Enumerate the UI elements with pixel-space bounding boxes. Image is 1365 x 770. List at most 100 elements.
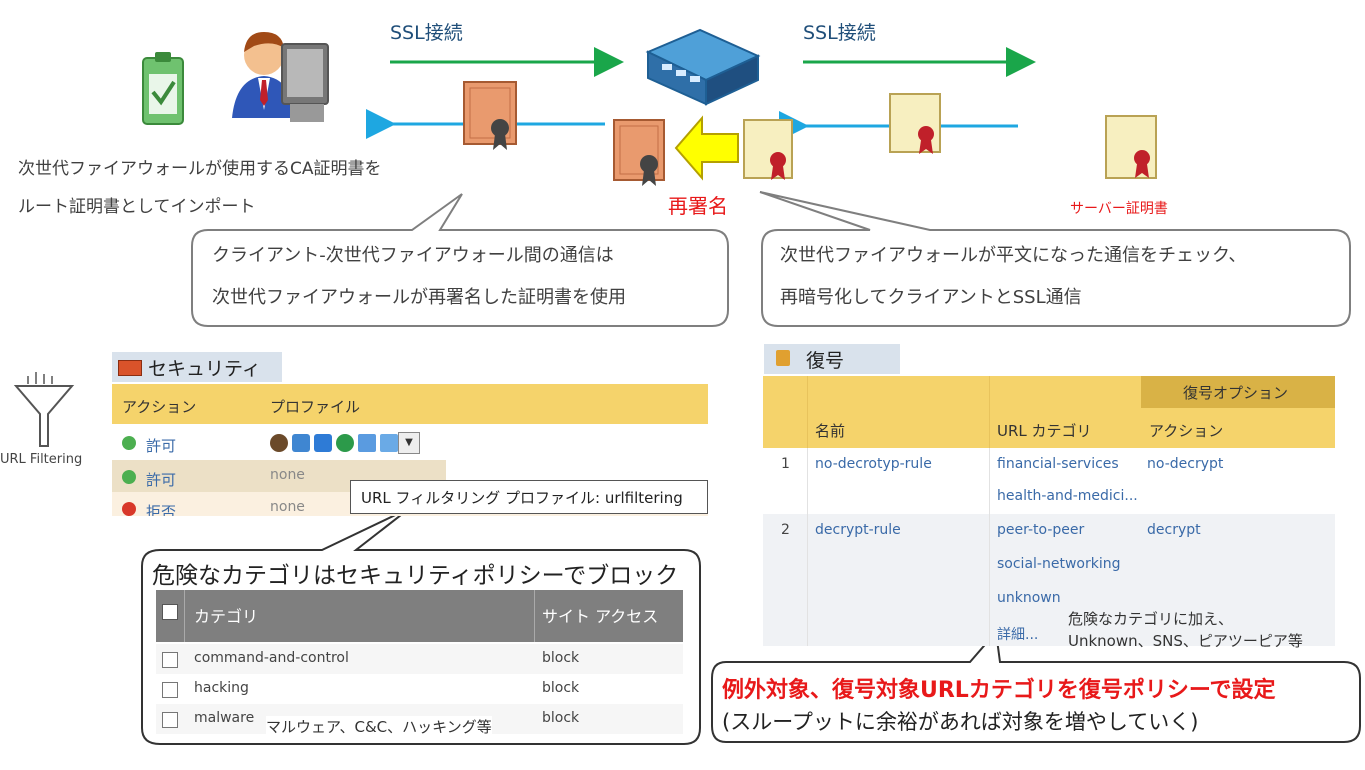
callout-right-line1: 次世代ファイアウォールが平文になった通信をチェック、 (780, 245, 1247, 266)
category-name: command-and-control (194, 650, 349, 666)
category-row[interactable]: hacking block (156, 674, 683, 704)
decrypt-row-url: health-and-medici... (997, 488, 1138, 504)
callout-left-line1: クライアント-次世代ファイアウォール間の通信は (212, 245, 614, 266)
col-divider (807, 448, 808, 514)
decrypt-note-line2: Unknown、SNS、ピアツーピア等 (1068, 632, 1303, 650)
block-box-note: マルウェア、C&C、ハッキング等 (266, 716, 492, 737)
data-filter-icon (380, 434, 398, 452)
firewall-brick-icon (118, 360, 142, 376)
col-category: カテゴリ (194, 607, 259, 626)
profile-icons-group[interactable]: ▼ (270, 432, 422, 454)
file-blocking-icon (358, 434, 376, 452)
resigned-certificate-icon (463, 81, 517, 150)
security-row-action: 拒否 (146, 503, 177, 516)
antivirus-icon (270, 434, 288, 452)
callout-right-line2: 再暗号化してクライアントとSSL通信 (780, 287, 1082, 308)
category-access: block (542, 650, 580, 666)
resign-label: 再署名 (668, 194, 728, 218)
row-checkbox[interactable] (162, 652, 178, 668)
category-access: block (542, 680, 580, 696)
firewall-appliance-icon (645, 28, 761, 106)
category-row[interactable]: command-and-control block (156, 644, 683, 674)
security-row-action: 許可 (146, 437, 177, 455)
server-cert-label: サーバー証明書 (1070, 201, 1168, 217)
category-name: malware (194, 710, 255, 726)
security-row-profile: none (270, 499, 305, 515)
decrypt-row-name: no-decrotyp-rule (815, 456, 932, 472)
decrypt-row-action: no-decrypt (1147, 456, 1224, 472)
decrypt-row-num: 2 (781, 522, 790, 538)
server-certificate-icon-2 (889, 93, 941, 154)
callout-left-shape (191, 193, 729, 327)
allow-check-icon (122, 470, 136, 484)
decrypt-row-name: decrypt-rule (815, 522, 901, 538)
url-filtering-label: URL Filtering (0, 452, 83, 467)
security-row-profile: none (270, 467, 305, 483)
vulnerability-icon (314, 434, 332, 452)
decrypt-col-action: アクション (1149, 422, 1224, 440)
col-divider (807, 514, 808, 646)
decrypt-row-action: decrypt (1147, 522, 1201, 538)
tooltip-text: URL フィルタリング プロファイル: urlfiltering (361, 489, 683, 507)
resigned-certificate-icon-2 (613, 119, 665, 186)
callout-right-shape (759, 191, 1351, 327)
deny-icon (122, 502, 136, 516)
decrypt-row[interactable]: 2 decrypt-rule peer-to-peer social-netwo… (763, 514, 1335, 646)
options-header: 復号オプション (1183, 384, 1289, 402)
callout-left-line2: 次世代ファイアウォールが再署名した証明書を使用 (212, 287, 626, 308)
security-row[interactable]: 許可 ▼ (112, 426, 708, 460)
server-certificate-icon-3 (1105, 115, 1157, 179)
funnel-filter-icon (13, 372, 75, 447)
category-table-header: カテゴリ サイト アクセス (156, 590, 683, 642)
decrypt-row-url: peer-to-peer (997, 522, 1085, 538)
decrypt-row-num: 1 (781, 456, 790, 472)
options-header-bg (1141, 376, 1335, 408)
bottom-box-line1: 例外対象、復号対象URLカテゴリを復号ポリシーで設定 (722, 678, 1276, 703)
col-divider (989, 448, 990, 514)
decrypt-row[interactable]: 1 no-decrotyp-rule financial-services he… (763, 448, 1335, 514)
row-checkbox[interactable] (162, 712, 178, 728)
decrypt-table-header: 復号オプション 名前 URL カテゴリ アクション (763, 376, 1335, 448)
header-divider (534, 590, 535, 642)
import-text-line2: ルート証明書としてインポート (18, 197, 256, 217)
bottom-callout-shape (711, 629, 1361, 743)
resign-arrow-icon (674, 115, 739, 181)
decrypt-row-url: unknown (997, 590, 1061, 606)
security-tab[interactable]: セキュリティ (112, 352, 282, 382)
category-name: hacking (194, 680, 249, 696)
security-title: セキュリティ (148, 358, 261, 380)
url-profile-tooltip: URL フィルタリング プロファイル: urlfiltering (350, 480, 708, 514)
decrypt-col-url: URL カテゴリ (997, 422, 1092, 440)
user-computer-icon (232, 32, 329, 122)
decrypt-note-line1: 危険なカテゴリに加え、 (1068, 610, 1234, 628)
server-certificate-icon-1 (743, 119, 793, 180)
decrypt-col-name: 名前 (815, 422, 846, 440)
decrypt-row-url-more[interactable]: 詳細... (997, 627, 1039, 643)
category-access: block (542, 710, 580, 726)
security-col-profile: プロファイル (270, 398, 361, 416)
security-col-action: アクション (122, 398, 197, 416)
col-divider (989, 514, 990, 646)
header-divider (807, 376, 808, 448)
url-filter-icon (292, 434, 310, 452)
decrypt-tab[interactable]: 復号 (764, 344, 900, 374)
dropdown-chevron-icon[interactable]: ▼ (398, 432, 420, 454)
select-all-checkbox[interactable] (162, 604, 178, 620)
bottom-box-line2: (スループットに余裕があれば対象を増やしていく) (722, 710, 1199, 734)
security-row-action: 許可 (146, 471, 177, 489)
ssl-label-left: SSL接続 (390, 22, 463, 44)
decrypt-row-url: financial-services (997, 456, 1119, 472)
block-box-title: 危険なカテゴリはセキュリティポリシーでブロック (152, 563, 679, 589)
row-checkbox[interactable] (162, 682, 178, 698)
header-divider (184, 590, 185, 642)
decrypt-row-url: social-networking (997, 556, 1121, 572)
spyware-icon (336, 434, 354, 452)
col-site-access: サイト アクセス (542, 607, 659, 626)
header-divider (989, 376, 990, 448)
ssl-label-right: SSL接続 (803, 22, 876, 44)
decrypt-title: 復号 (806, 350, 845, 372)
allow-check-icon (122, 436, 136, 450)
security-table-header: アクション プロファイル (112, 384, 708, 424)
import-text-line1: 次世代ファイアウォールが使用するCA証明書を (18, 159, 382, 179)
clipboard-check-icon (142, 52, 184, 125)
